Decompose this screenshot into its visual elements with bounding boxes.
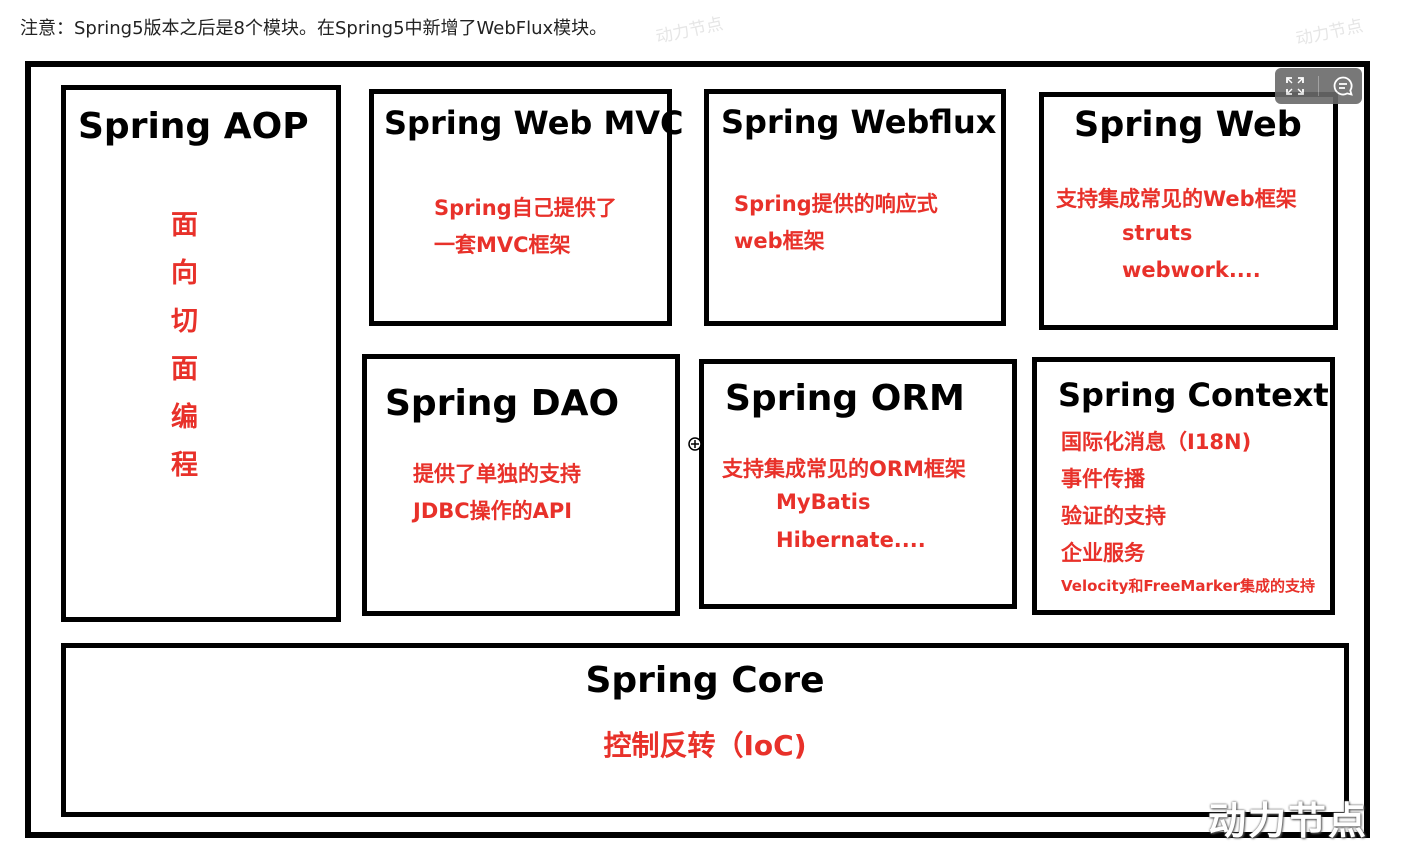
module-title: Spring Core — [585, 660, 825, 701]
module-text: 面 — [171, 210, 198, 241]
module-text: 控制反转（IoC) — [603, 729, 807, 762]
module-title: Spring Web — [1074, 105, 1302, 145]
module-text: 面 — [171, 354, 198, 385]
module-text: 一套MVC框架 — [434, 233, 571, 257]
module-dao: Spring DAO 提供了单独的支持 JDBC操作的API — [362, 354, 680, 616]
module-title: Spring ORM — [725, 378, 965, 419]
comment-icon[interactable] — [1331, 74, 1355, 98]
image-toolbar — [1275, 68, 1362, 104]
module-text: Hibernate.... — [776, 528, 926, 552]
module-text: 编 — [171, 402, 198, 433]
module-web: Spring Web 支持集成常见的Web框架 struts webwork..… — [1039, 92, 1338, 330]
module-title: Spring DAO — [385, 383, 620, 424]
module-text: Velocity和FreeMarker集成的支持 — [1061, 577, 1316, 595]
module-orm: Spring ORM 支持集成常见的ORM框架 MyBatis Hibernat… — [699, 359, 1017, 609]
module-context: Spring Context 国际化消息（I18N) 事件传播 验证的支持 企业… — [1032, 357, 1335, 615]
module-title: Spring Context — [1058, 376, 1329, 414]
module-webmvc: Spring Web MVC Spring自己提供了 一套MVC框架 — [369, 89, 684, 326]
module-text: Spring提供的响应式 — [734, 192, 938, 216]
module-text: 程 — [171, 450, 198, 481]
module-text: 国际化消息（I18N) — [1061, 430, 1252, 454]
module-aop: Spring AOP 面 向 切 面 编 程 — [61, 85, 341, 622]
module-text: 提供了单独的支持 — [413, 462, 581, 486]
module-text: 企业服务 — [1061, 541, 1145, 565]
watermark-small: 动力节点 — [654, 14, 725, 48]
module-title: Spring Web MVC — [384, 104, 684, 142]
module-text: 验证的支持 — [1061, 504, 1166, 528]
watermark-small: 动力节点 — [1294, 16, 1365, 50]
module-text: 向 — [171, 258, 198, 289]
module-text: web框架 — [734, 229, 825, 253]
module-core: Spring Core 控制反转（IoC) — [61, 643, 1349, 817]
module-text: 切 — [171, 306, 198, 337]
module-text: MyBatis — [776, 490, 871, 514]
module-webflux: Spring Webflux Spring提供的响应式 web框架 — [704, 89, 1006, 326]
watermark: 动力节点 — [1208, 799, 1369, 843]
module-text: JDBC操作的API — [413, 499, 573, 523]
fullscreen-icon[interactable] — [1283, 74, 1307, 98]
note-text: 注意：Spring5版本之后是8个模块。在Spring5中新增了WebFlux模… — [20, 18, 608, 39]
module-title: Spring AOP — [78, 106, 309, 147]
move-cursor-icon — [688, 437, 702, 451]
module-title: Spring Webflux — [721, 103, 997, 141]
module-text: 支持集成常见的ORM框架 — [722, 457, 966, 481]
module-text: struts — [1122, 221, 1193, 245]
module-text: webwork.... — [1122, 258, 1261, 282]
toolbar-divider — [1318, 76, 1319, 96]
module-text: Spring自己提供了 — [434, 196, 617, 220]
module-text: 支持集成常见的Web框架 — [1056, 187, 1297, 211]
module-text: 事件传播 — [1061, 467, 1145, 491]
